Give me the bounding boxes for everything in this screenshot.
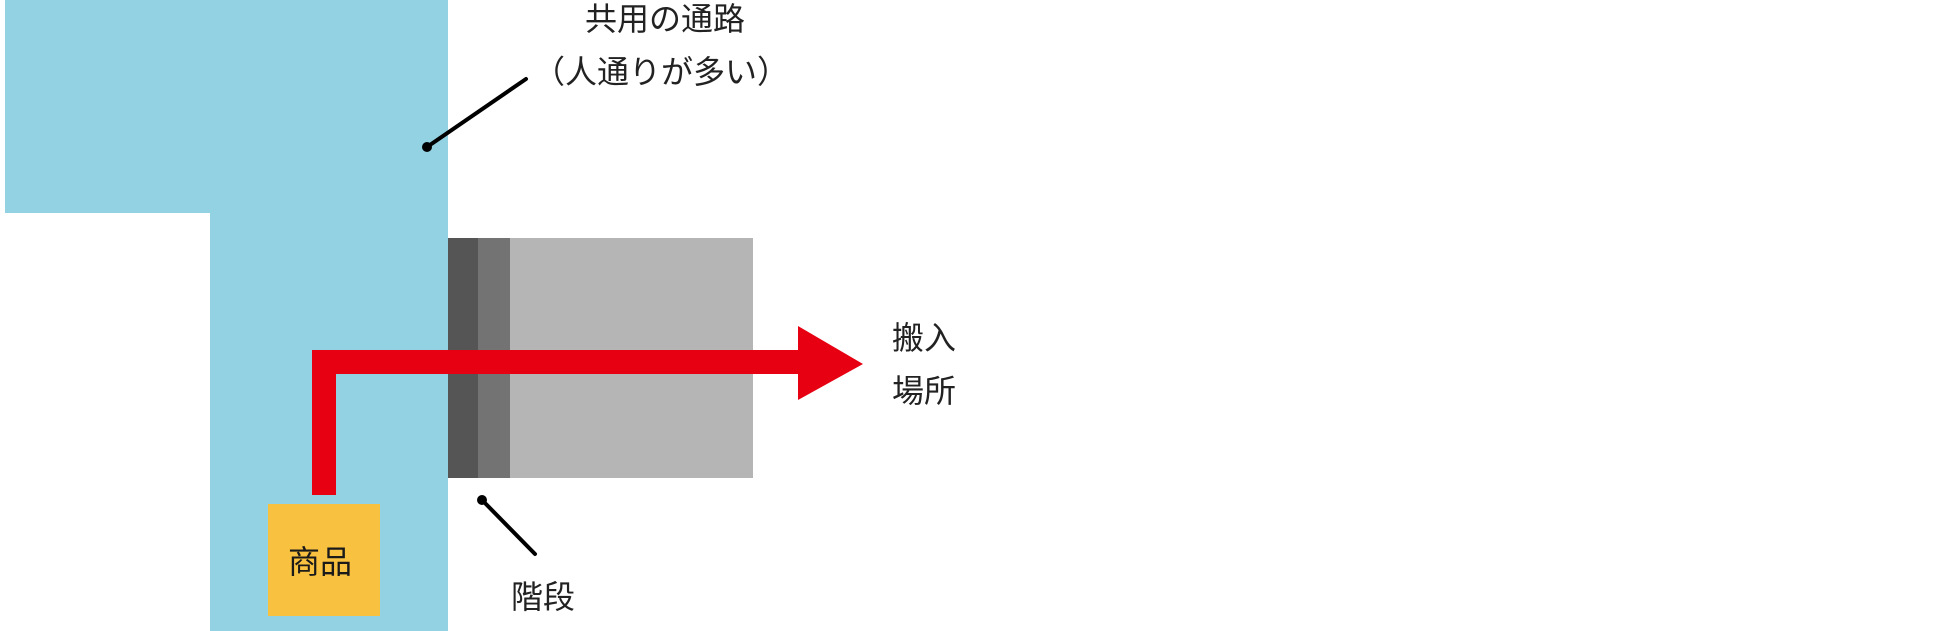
shared-corridor — [5, 0, 448, 631]
arrow-right-icon — [798, 326, 863, 400]
route-arrow-path — [312, 350, 806, 495]
corridor-leader-dot — [422, 142, 432, 152]
goods-box — [268, 504, 380, 616]
destination-label-line2: 場所 — [892, 372, 957, 410]
goods-label: 商品 — [288, 543, 353, 581]
destination-label-line1: 搬入 — [892, 319, 957, 357]
corridor-leader-line-segment — [425, 77, 528, 149]
corridor-label-line1: 共用の通路 — [585, 0, 746, 38]
stairs-label: 階段 — [511, 578, 576, 616]
stairs-leader-dot — [477, 495, 487, 505]
corridor-label-line2: （人通りが多い） — [533, 53, 790, 91]
stairs-leader-line — [480, 498, 537, 556]
